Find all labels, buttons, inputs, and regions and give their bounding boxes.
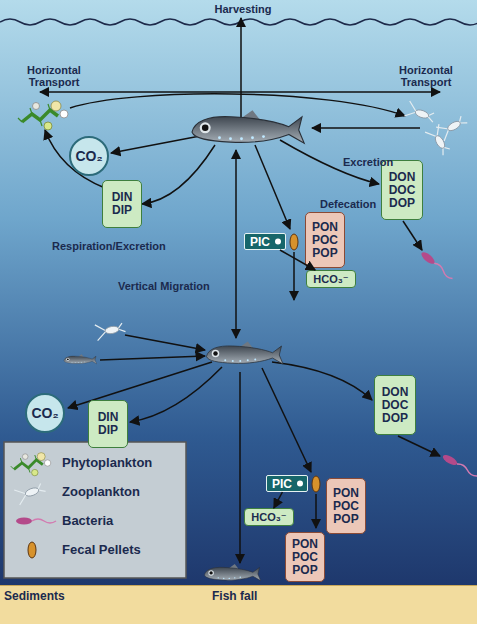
node-text: PON POC POP xyxy=(287,538,323,577)
node-text: PON POC POP xyxy=(307,221,343,260)
legend-text: Bacteria xyxy=(62,513,113,528)
gas-circle: CO₂ xyxy=(69,136,109,176)
respiration-arrow xyxy=(111,136,200,153)
fecal-pellet xyxy=(312,476,320,492)
node-text: DON DOC DOP xyxy=(376,386,414,425)
defecation-arrow xyxy=(255,145,290,229)
fish-illustration xyxy=(64,354,97,364)
harvest-arrow xyxy=(240,18,242,118)
zooplankton-icon xyxy=(95,320,126,341)
flow-label: Excretion xyxy=(343,156,413,168)
node-text: CO₂ xyxy=(31,405,58,421)
bacteria-arrow xyxy=(403,221,422,250)
node-text: DON DOC DOP xyxy=(383,171,421,210)
particulate-box: PON POC POP xyxy=(326,478,366,534)
excretion-arrow xyxy=(130,367,222,422)
flow-label: Harvesting xyxy=(212,3,274,15)
bicarbonate-box: HCO₃⁻ xyxy=(306,270,356,288)
grazing-arrow xyxy=(70,94,405,116)
bacteria-icon xyxy=(441,453,477,479)
bacteria-arrow xyxy=(398,436,440,456)
excretion-arrow xyxy=(142,145,215,204)
bacteria-icon xyxy=(420,250,455,281)
migration-arrow xyxy=(235,150,237,338)
flow-label: Horizontal Transport xyxy=(390,64,462,88)
bacteria-icon xyxy=(16,518,56,525)
legend-text: Zooplankton xyxy=(62,484,140,499)
fish-fall-arrow xyxy=(239,372,241,563)
pic-dot xyxy=(297,481,303,487)
feeding-arrow xyxy=(100,356,205,360)
node-text: DIN DIP xyxy=(104,191,140,217)
transport-arrow xyxy=(241,91,440,93)
gas-circle: CO₂ xyxy=(25,393,65,433)
feeding-arrow xyxy=(125,335,205,350)
node-text: PIC xyxy=(272,477,292,491)
zooplankton-icon xyxy=(14,480,47,505)
node-text: HCO₃⁻ xyxy=(251,511,286,523)
node-text: Sediments xyxy=(4,589,65,603)
node-text: CO₂ xyxy=(75,148,102,164)
legend-text: Fecal Pellets xyxy=(62,542,141,557)
legend-box xyxy=(4,442,186,578)
phytoplankton-icon xyxy=(11,453,51,476)
sinking-arrow xyxy=(293,252,295,300)
feeding-arrow xyxy=(312,127,420,129)
particulate-box: PON POC POP xyxy=(285,532,325,582)
zooplankton-icon xyxy=(436,113,469,141)
defecation-arrow xyxy=(262,368,311,472)
fish-illustration xyxy=(205,564,261,581)
fecal-pellet xyxy=(28,542,36,558)
transport-arrow xyxy=(40,91,241,93)
node-text: Fish fall xyxy=(212,589,257,603)
flow-connector xyxy=(274,492,283,508)
particulate-box: PON POC POP xyxy=(305,212,345,268)
bicarbonate-box: HCO₃⁻ xyxy=(244,508,294,526)
fish-illustration xyxy=(207,342,284,365)
zooplankton-icon xyxy=(425,124,453,157)
phytoplankton-icon xyxy=(18,101,68,130)
node-text: PIC xyxy=(250,235,270,249)
flow-label: Respiration/Excretion xyxy=(52,240,182,252)
flow-label: Defecation xyxy=(320,198,400,210)
nutrient-box: DON DOC DOP xyxy=(374,375,416,435)
flow-label: Horizontal Transport xyxy=(18,64,90,88)
excretion-arrow xyxy=(272,362,372,400)
node-text: DIN DIP xyxy=(90,411,126,437)
pic-box: PIC xyxy=(244,233,286,250)
nutrient-box: DIN DIP xyxy=(88,400,128,448)
flow-label: Vertical Migration xyxy=(118,280,238,292)
fish-illustration xyxy=(192,110,304,143)
pic-box: PIC xyxy=(266,475,308,492)
sinking-arrow xyxy=(315,494,317,528)
flow-connector xyxy=(280,250,315,270)
zooplankton-icon xyxy=(404,101,437,126)
node-text: PON POC POP xyxy=(328,487,364,526)
sediment-band: Sediments Fish fall xyxy=(0,585,477,624)
node-text: HCO₃⁻ xyxy=(313,273,348,285)
sea-surface xyxy=(0,19,477,25)
nutrient-box: DIN DIP xyxy=(102,180,142,228)
nutrient-box: DON DOC DOP xyxy=(381,160,423,220)
fecal-pellet xyxy=(290,234,298,250)
pic-dot xyxy=(275,239,281,245)
legend-text: Phytoplankton xyxy=(62,455,152,470)
